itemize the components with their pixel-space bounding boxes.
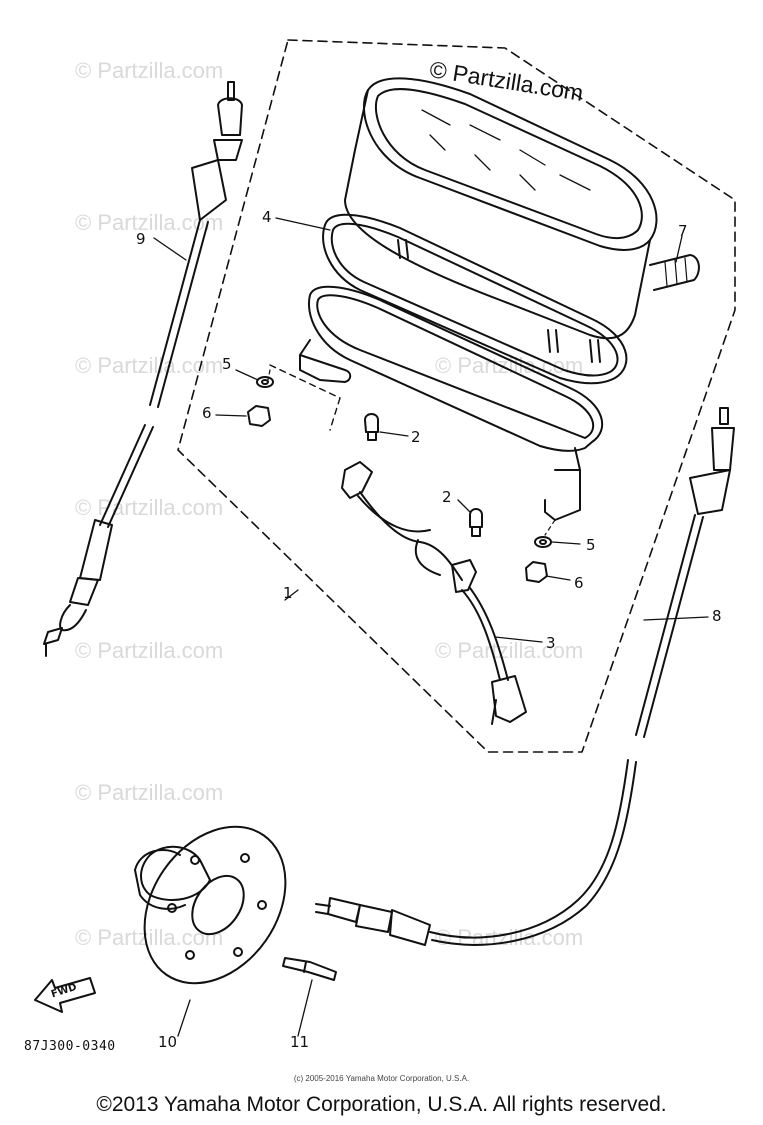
meter-bracket xyxy=(299,285,604,521)
watermark-text: © Partzilla.com xyxy=(75,58,224,83)
meter-housing xyxy=(344,77,658,340)
callout-2: 2 xyxy=(442,488,452,506)
stud xyxy=(589,339,601,363)
watermark-text: © Partzilla.com xyxy=(75,780,224,805)
callout-5: 5 xyxy=(222,355,232,373)
watermark-text: © Partzilla.com xyxy=(435,353,584,378)
trip-reset-knob xyxy=(649,254,700,291)
speedometer-cable-lower xyxy=(43,424,154,657)
callout-1: 1 xyxy=(283,584,293,602)
speedometer-cable-upper xyxy=(149,81,243,408)
callout-9: 9 xyxy=(136,230,146,248)
callout-4: 4 xyxy=(262,208,272,226)
callout-10: 10 xyxy=(158,1033,178,1051)
watermark-text: © Partzilla.com xyxy=(75,353,224,378)
diagram-code: 87J300-0340 xyxy=(24,1039,116,1054)
callout-6: 6 xyxy=(202,404,212,422)
fwd-arrow xyxy=(34,977,96,1013)
gasket xyxy=(322,213,628,385)
watermark-text: © Partzilla.com xyxy=(75,638,224,663)
bulb xyxy=(364,413,379,441)
small-copyright: (c) 2005-2016 Yamaha Motor Corporation, … xyxy=(293,1074,470,1083)
stud xyxy=(547,329,559,353)
tachometer-cable-lower xyxy=(315,759,637,946)
washer xyxy=(534,536,552,548)
callout-5: 5 xyxy=(586,536,596,554)
wiring-harness xyxy=(341,461,527,725)
tachometer-cable-upper xyxy=(635,407,735,738)
nut xyxy=(247,405,271,427)
washer xyxy=(261,379,269,385)
callout-3: 3 xyxy=(546,634,556,652)
speedometer-gear-unit xyxy=(134,825,287,985)
bulb xyxy=(469,508,483,537)
nut xyxy=(525,561,548,583)
callout-8: 8 xyxy=(712,607,722,625)
callout-7: 7 xyxy=(678,222,688,240)
drive-pin xyxy=(282,957,337,981)
watermark-text: © Partzilla.com xyxy=(435,638,584,663)
watermark-text: © Partzilla.com xyxy=(75,495,224,520)
assembly-boundary xyxy=(177,39,736,753)
callout-2: 2 xyxy=(411,428,421,446)
stud xyxy=(397,239,409,259)
footer-copyright: ©2013 Yamaha Motor Corporation, U.S.A. A… xyxy=(96,1093,667,1116)
callout-6: 6 xyxy=(574,574,584,592)
callout-11: 11 xyxy=(290,1033,310,1051)
washer xyxy=(539,539,547,545)
washer xyxy=(256,376,274,388)
